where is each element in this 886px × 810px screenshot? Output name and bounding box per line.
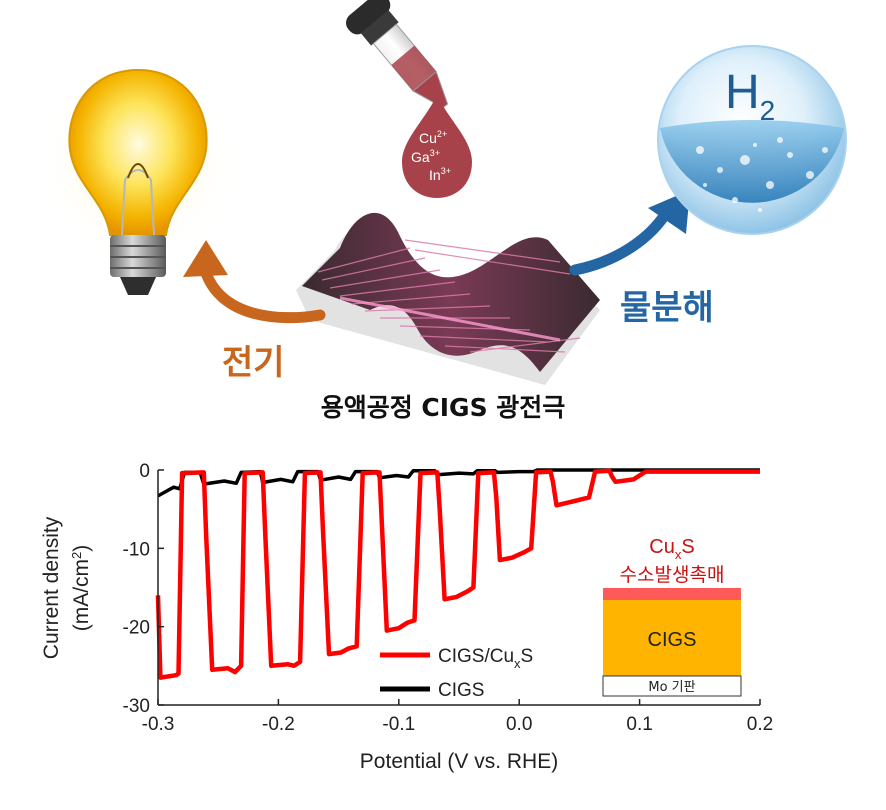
ion-in: In3+ [429,166,451,183]
figure-caption: 용액공정 CIGS 광전극 [320,393,566,422]
y-tick-label: 0 [139,461,150,482]
water-splitting-arrow-icon [569,190,690,276]
x-tick-label: 0.1 [626,714,652,735]
ion-labels: Cu2+ Ga3+ In3+ [411,129,451,183]
jv-chart: -0.3 -0.2 -0.1 0.0 0.1 0.2 0 -10 -20 -30 Potenti… [40,461,773,773]
inset-mo-label: Mo 기판 [648,680,695,695]
solution-drop-icon [402,95,472,198]
h2-label: H2 [725,66,775,126]
y-axis-title-line1: Current density [40,516,63,659]
device-stack-inset: CuxS 수소발생촉매 CIGS Mo 기판 [602,536,742,697]
flexible-cigs-film [296,212,600,385]
inset-mo-substrate [602,675,742,697]
y-tick-label: -30 [123,696,150,717]
x-tick-label: -0.3 [142,714,175,735]
dropper-icon [346,0,449,109]
x-tick-label: 0.2 [747,714,773,735]
electricity-label: 전기 [222,343,285,383]
illustration: Cu2+ Ga3+ In3+ [33,0,847,385]
legend-label-cuxs: CIGS/CuxS [438,646,533,671]
inset-catalyst-layer [603,588,741,600]
inset-catalyst-subtitle: 수소발생촉매 [620,564,725,586]
inset-cigs-label: CIGS [648,629,697,651]
y-tick-label: -20 [123,618,150,639]
x-axis-title: Potential (V vs. RHE) [360,750,558,773]
y-axis-title-line2: (mA/cm2) [69,545,93,632]
plot-series-group [155,468,760,680]
legend: CIGS/CuxS CIGS [380,646,533,701]
x-tick-label: -0.1 [382,714,415,735]
x-ticks: -0.3 -0.2 -0.1 0.0 0.1 0.2 [142,699,773,735]
x-tick-label: 0.0 [506,714,532,735]
light-bulb-icon [33,55,243,295]
ion-ga: Ga3+ [411,148,440,165]
inset-cigs-layer [603,600,741,676]
ion-cu: Cu2+ [419,129,447,146]
electricity-arrow-icon [183,240,326,324]
inset-catalyst-title: CuxS [649,536,694,562]
series-line-cigs-cuxs [155,468,760,680]
water-splitting-label: 물분해 [620,288,714,328]
hydrogen-sphere-icon: H2 [657,45,847,235]
y-ticks: 0 -10 -20 -30 [123,461,164,717]
x-tick-label: -0.2 [262,714,295,735]
legend-label-cigs: CIGS [438,680,484,701]
y-tick-label: -10 [123,539,150,560]
